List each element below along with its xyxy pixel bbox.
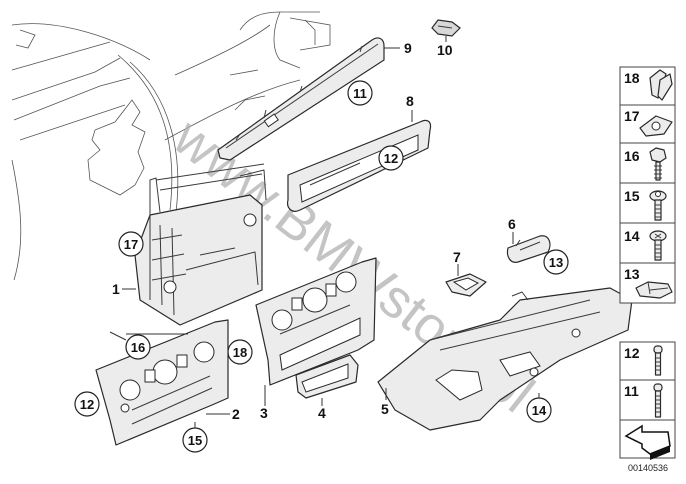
svg-text:12: 12 [624,345,640,361]
legend-item-12: 12 [619,341,676,381]
part-label-4: 4 [318,405,326,421]
legend-item-15: 15 [619,182,676,224]
part-9-trim-strip [217,37,385,161]
part-8-trim-panel [287,119,432,212]
part-label-1: 1 [112,281,120,297]
svg-text:12: 12 [384,151,398,166]
pan-screw-icon [649,230,667,261]
part-5-console-tray [377,287,633,431]
clip-nut-icon [649,69,673,101]
svg-text:16: 16 [624,148,640,164]
dashboard-outline [11,11,331,281]
part-4-drawer [295,354,359,399]
part-6-cap [506,235,551,263]
svg-text:16: 16 [131,340,145,355]
part-label-10: 10 [437,42,453,58]
callout-13: 13 [543,249,569,275]
collar-screw-icon [649,190,667,221]
svg-text:15: 15 [188,433,202,448]
legend-item-16: 16 [619,142,676,184]
svg-text:15: 15 [624,188,640,204]
part-label-7: 7 [453,249,461,265]
legend-item-18: 18 [619,66,676,106]
part-3-center-panel [255,257,377,386]
part-7-grommet [445,273,487,297]
svg-text:18: 18 [624,70,640,86]
legend-item-17: 17 [619,104,676,144]
svg-text:11: 11 [353,86,367,101]
callout-15: 15 [182,427,208,453]
svg-text:14: 14 [624,228,640,244]
svg-text:13: 13 [549,255,563,270]
legend-item-13: 13 [619,262,676,304]
callout-18-center: 18 [227,339,253,365]
callout-12-left: 12 [74,391,100,417]
spring-clip-icon [635,281,673,299]
part-label-6: 6 [508,216,516,232]
part-label-2: 2 [232,406,240,422]
legend-item-11: 11 [619,379,676,421]
part-2-control-panel [95,319,229,446]
callout-14: 14 [526,397,552,423]
svg-text:14: 14 [532,403,547,418]
part-label-8: 8 [406,93,414,109]
part-label-5: 5 [381,401,389,417]
callout-16: 16 [125,334,151,360]
svg-text:13: 13 [624,266,640,282]
svg-text:11: 11 [624,383,639,399]
part-label-9: 9 [404,40,412,56]
svg-text:12: 12 [80,397,94,412]
callout-11: 11 [347,80,373,106]
document-id: 00140536 [628,463,668,473]
svg-text:17: 17 [624,108,640,124]
part-label-3: 3 [260,405,268,421]
part-1-bracket [134,163,267,326]
legend-item-arrow [619,419,676,460]
svg-text:17: 17 [124,237,138,252]
part-10-clip [431,19,461,37]
direction-arrow-icon [624,424,671,460]
hex-screw-icon [649,147,667,181]
callout-17: 17 [118,231,144,257]
long-screw-icon [653,383,663,418]
speed-nut-icon [639,115,673,137]
short-screw-icon [653,345,663,376]
svg-text:18: 18 [233,345,247,360]
callout-12-top: 12 [378,145,404,171]
legend-item-14: 14 [619,222,676,264]
fastener-legend: 18 17 16 15 [619,66,676,473]
